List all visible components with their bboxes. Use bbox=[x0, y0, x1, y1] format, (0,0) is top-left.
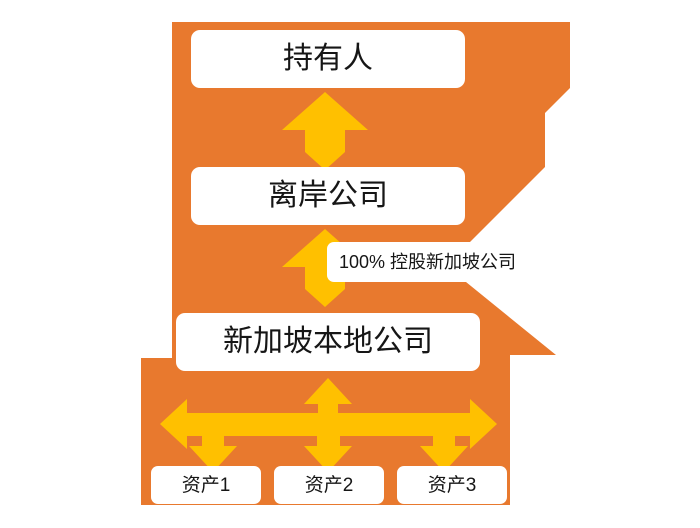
node-asset-3[interactable]: 资产3 bbox=[397, 466, 507, 504]
edge-label-ownership: 100% 控股新加坡公司 bbox=[327, 242, 542, 282]
node-singapore-local-company[interactable]: 新加坡本地公司 bbox=[176, 313, 480, 371]
branch-arrow-icon bbox=[160, 378, 497, 472]
down-arrow-icon-1 bbox=[282, 92, 368, 170]
node-holder-label: 持有人 bbox=[283, 42, 373, 75]
node-singapore-local-company-label: 新加坡本地公司 bbox=[223, 325, 433, 358]
node-offshore-company[interactable]: 离岸公司 bbox=[191, 167, 465, 225]
node-asset-2[interactable]: 资产2 bbox=[274, 466, 384, 504]
node-asset-1[interactable]: 资产1 bbox=[151, 466, 261, 504]
node-offshore-company-label: 离岸公司 bbox=[268, 179, 388, 212]
node-asset-2-label: 资产2 bbox=[304, 474, 354, 496]
node-asset-3-label: 资产3 bbox=[427, 474, 477, 496]
node-asset-1-label: 资产1 bbox=[181, 474, 231, 496]
edge-label-ownership-text: 100% 控股新加坡公司 bbox=[339, 252, 517, 272]
node-holder[interactable]: 持有人 bbox=[191, 30, 465, 88]
